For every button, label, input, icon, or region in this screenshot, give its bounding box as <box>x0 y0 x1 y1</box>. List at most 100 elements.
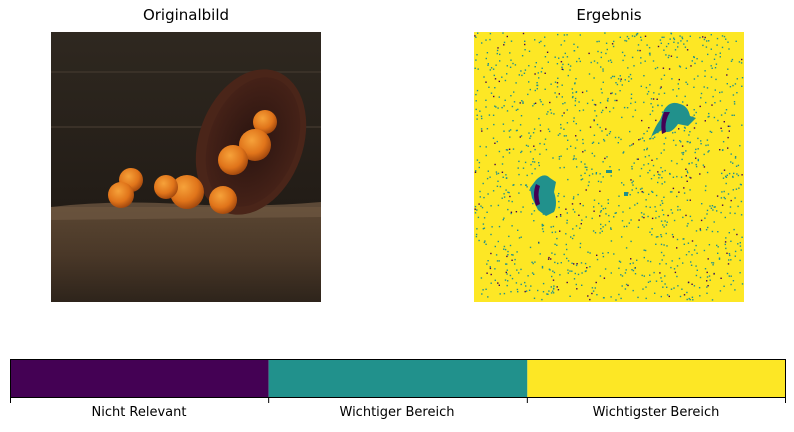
heatmap-speckle <box>506 269 508 271</box>
heatmap-speckle <box>542 103 544 106</box>
heatmap-speckle <box>648 154 650 157</box>
heatmap-speckle <box>520 151 522 154</box>
heatmap-speckle <box>651 217 654 220</box>
heatmap-speckle <box>497 282 499 284</box>
heatmap-speckle <box>511 277 514 280</box>
heatmap-speckle <box>511 200 513 203</box>
heatmap-speckle <box>593 199 596 201</box>
heatmap-speckle <box>661 104 663 107</box>
heatmap-speckle <box>604 224 607 226</box>
heatmap-speckle <box>643 133 645 135</box>
heatmap-speckle <box>571 262 573 264</box>
heatmap-speckle <box>524 49 526 51</box>
heatmap-speckle <box>474 205 477 208</box>
heatmap-speckle <box>586 90 588 92</box>
heatmap-speckle <box>702 164 705 166</box>
heatmap-speckle <box>605 213 607 215</box>
heatmap-speckle <box>548 290 550 292</box>
heatmap-speckle <box>485 154 487 157</box>
heatmap-speckle <box>722 149 724 151</box>
heatmap-speckle <box>728 48 730 50</box>
heatmap-speckle <box>512 120 514 122</box>
heatmap-speckle <box>499 185 502 188</box>
heatmap-speckle <box>655 194 658 197</box>
heatmap-speckle <box>482 228 485 230</box>
heatmap-speckle <box>735 40 737 42</box>
heatmap-speckle <box>640 85 642 87</box>
heatmap-speckle <box>671 78 673 80</box>
heatmap-speckle <box>648 193 650 195</box>
heatmap-speckle <box>687 242 690 244</box>
heatmap-speckle <box>655 119 657 122</box>
heatmap-speckle <box>717 231 719 233</box>
heatmap-speckle <box>478 161 481 164</box>
heatmap-speckle <box>641 187 643 190</box>
heatmap-speckle <box>511 259 513 261</box>
heatmap-speckle <box>620 138 622 141</box>
heatmap-speckle <box>545 148 548 151</box>
heatmap-speckle <box>533 210 536 212</box>
heatmap-speckle <box>659 204 662 206</box>
heatmap-speckle <box>708 150 710 152</box>
heatmap-speckle <box>530 163 532 166</box>
heatmap-speckle <box>542 224 545 227</box>
heatmap-speckle <box>660 78 663 80</box>
heatmap-speckle <box>578 57 580 60</box>
heatmap-speckle <box>622 211 624 213</box>
heatmap-speckle <box>634 109 637 111</box>
heatmap-speckle <box>503 193 505 195</box>
heatmap-speckle <box>567 74 569 77</box>
heatmap-speckle <box>547 61 549 63</box>
heatmap-speckle <box>688 297 690 300</box>
heatmap-speckle <box>607 252 609 254</box>
heatmap-speckle <box>532 161 534 163</box>
heatmap-speckle <box>483 76 485 78</box>
heatmap-speckle <box>582 109 585 111</box>
heatmap-speckle <box>594 110 596 112</box>
heatmap-speckle <box>662 67 665 69</box>
heatmap-speckle <box>695 157 697 159</box>
heatmap-speckle <box>687 222 689 225</box>
heatmap-speckle <box>518 74 520 76</box>
heatmap-speckle <box>643 249 645 251</box>
heatmap-speckle <box>516 269 518 271</box>
heatmap-speckle <box>702 36 704 38</box>
heatmap-speckle <box>643 213 645 215</box>
heatmap-speckle <box>550 286 552 288</box>
heatmap-speckle <box>544 56 547 58</box>
heatmap-speckle <box>676 265 679 267</box>
heatmap-speckle <box>569 295 571 297</box>
heatmap-speckle <box>558 200 560 203</box>
heatmap-speckle <box>735 188 738 190</box>
heatmap-speckle <box>574 83 576 85</box>
heatmap-speckle <box>518 173 520 176</box>
heatmap-speckle <box>478 166 480 169</box>
heatmap-speckle <box>616 99 618 102</box>
heatmap-speckle <box>715 53 717 56</box>
heatmap-speckle <box>519 136 521 138</box>
heatmap-speckle <box>489 32 492 35</box>
heatmap-speckle <box>560 215 562 217</box>
heatmap-speckle <box>569 270 571 272</box>
heatmap-speckle <box>709 279 711 281</box>
heatmap-speckle <box>599 211 602 213</box>
heatmap-speckle <box>705 229 708 231</box>
heatmap-speckle <box>608 220 610 223</box>
heatmap-speckle <box>515 129 518 132</box>
heatmap-speckle <box>689 189 691 191</box>
heatmap-speckle <box>632 184 634 186</box>
heatmap-speckle <box>739 259 741 262</box>
heatmap-speckle <box>494 268 496 270</box>
heatmap-speckle <box>525 285 527 287</box>
heatmap-speckle <box>680 141 682 143</box>
heatmap-speckle <box>485 146 487 148</box>
heatmap-speckle <box>734 212 736 215</box>
heatmap-speckle <box>685 254 688 256</box>
heatmap-speckle <box>630 240 632 243</box>
heatmap-speckle <box>657 45 660 48</box>
heatmap-speckle <box>615 299 617 301</box>
heatmap-speckle <box>517 167 519 169</box>
heatmap-speckle <box>516 288 519 291</box>
heatmap-speckle <box>476 159 479 161</box>
colorbar-ticks <box>10 398 786 403</box>
